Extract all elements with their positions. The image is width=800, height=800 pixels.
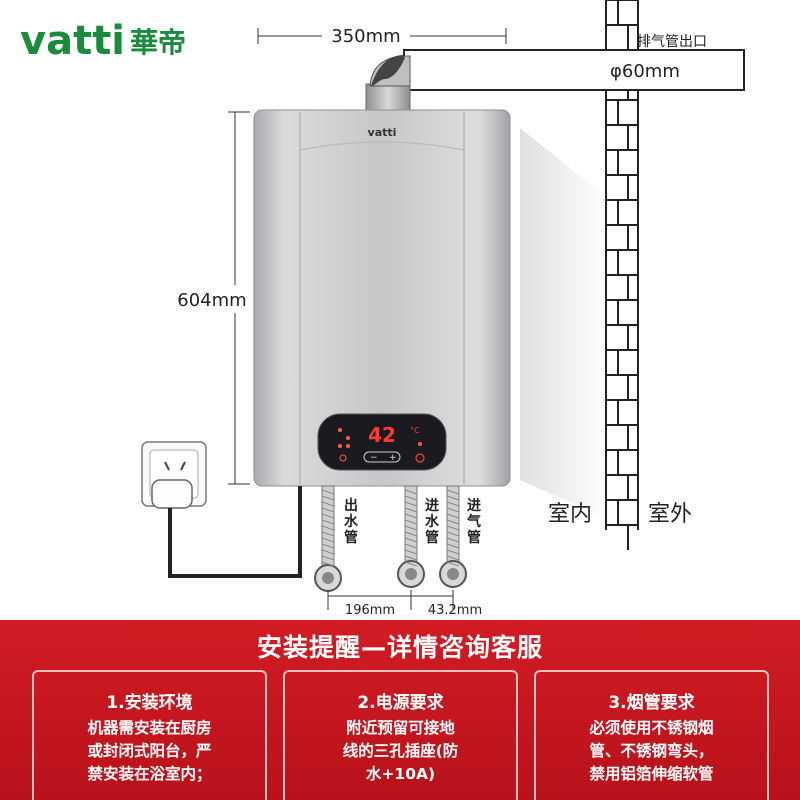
notice-card-environment: 1.安装环境 机器需安装在厨房 或封闭式阳台，严 禁安装在浴室内； — [32, 670, 267, 800]
pipe-gas — [439, 485, 467, 588]
card-line: 附近预留可接地 — [346, 719, 455, 737]
indoor-label: 室内 — [548, 502, 592, 527]
braid-stitch — [446, 519, 460, 525]
control-panel: 42 °C − + — [317, 413, 447, 471]
braid-stitch — [404, 489, 418, 495]
braid-stitch — [321, 507, 335, 513]
braid-stitch — [404, 561, 418, 567]
heater-logo: vatti — [368, 126, 397, 139]
pipe-out — [314, 485, 342, 592]
braid-stitch — [446, 531, 460, 537]
brand-name-en: vatti — [20, 18, 125, 64]
braid-stitch — [321, 489, 335, 495]
braid-stitch — [321, 555, 335, 561]
braid-stitch — [404, 507, 418, 513]
temperature-unit: °C — [410, 426, 420, 435]
braid-stitch — [321, 561, 335, 567]
exhaust-pipe: 排气管出口 φ60mm — [403, 34, 745, 91]
braid-stitch — [321, 519, 335, 525]
card-line: 禁安装在浴室内； — [87, 765, 212, 783]
card-line: 水+10A) — [365, 765, 436, 783]
pipe-label-gas-in: 进气管 — [466, 498, 481, 546]
card-line: 禁用铝箔伸缩软管 — [589, 765, 714, 783]
height-label: 604mm — [177, 290, 246, 311]
braid-stitch — [446, 549, 460, 555]
card-line: 必须使用不锈钢烟 — [589, 719, 714, 737]
braid-stitch — [404, 549, 418, 555]
width-label: 350mm — [331, 26, 400, 47]
braid-stitch — [446, 489, 460, 495]
braid-stitch — [404, 555, 418, 561]
pipe-label-water-in: 进水管 — [425, 498, 440, 546]
braid-stitch — [446, 555, 460, 561]
install-notice-banner: 安装提醒—详情咨询客服 1.安装环境 机器需安装在厨房 或封闭式阳台，严 禁安装… — [0, 620, 800, 800]
card-line: 机器需安装在厨房 — [87, 719, 212, 737]
banner-title: 安装提醒—详情咨询客服 — [256, 633, 543, 662]
minus-icon: − — [370, 453, 378, 463]
braid-stitch — [321, 501, 335, 507]
notice-card-power: 2.电源要求 附近预留可接地 线的三孔插座(防 水+10A) — [283, 670, 518, 800]
braid-stitch — [321, 549, 335, 555]
brand-logo: vatti 華帝 — [20, 18, 186, 64]
temperature-display: 42 — [368, 423, 396, 447]
braid-stitch — [404, 525, 418, 531]
pipe-diameter-label: φ60mm — [610, 61, 680, 82]
power-icon[interactable] — [415, 453, 425, 463]
card-title: 3.烟管要求 — [608, 693, 695, 713]
braid-stitch — [446, 513, 460, 519]
braid-stitch — [321, 525, 335, 531]
plug — [151, 479, 193, 509]
braid-stitch — [404, 501, 418, 507]
outdoor-label: 室外 — [648, 502, 692, 527]
diagram-svg: vatti 華帝 604mm 350mm 排气管出口 φ60mm — [20, 0, 745, 618]
card-line: 管、不锈钢弯头， — [589, 742, 714, 760]
brand-name-cn: 華帝 — [130, 26, 186, 59]
braid-stitch — [404, 531, 418, 537]
minus-plus-button[interactable] — [363, 451, 401, 463]
braid-stitch — [446, 501, 460, 507]
flue-elbow — [365, 55, 411, 115]
braid-stitch — [404, 519, 418, 525]
exhaust-outlet-label: 排气管出口 — [637, 34, 707, 50]
braid-stitch — [321, 495, 335, 501]
braid-stitch — [404, 537, 418, 543]
indicator-light — [338, 444, 342, 448]
pipe-label-water-out: 出水管 — [344, 497, 359, 546]
card-title: 2.电源要求 — [357, 693, 444, 713]
braid-stitch — [321, 531, 335, 537]
braid-stitch — [446, 507, 460, 513]
power-cord — [168, 486, 302, 578]
power-socket — [141, 441, 302, 578]
pipe-gap-1-label: 196mm — [345, 603, 395, 618]
indicator-light — [338, 428, 342, 432]
braid-stitch — [446, 525, 460, 531]
width-dimension: 350mm — [257, 24, 507, 48]
braid-stitch — [446, 543, 460, 549]
braid-stitch — [321, 513, 335, 519]
braid-stitch — [446, 495, 460, 501]
corrugation-ring — [381, 57, 405, 80]
braid-stitch — [404, 513, 418, 519]
braid-stitch — [446, 561, 460, 567]
braid-stitch — [321, 537, 335, 543]
indicator-light — [346, 444, 350, 448]
card-line: 线的三孔插座(防 — [342, 742, 459, 760]
mode-icon[interactable] — [339, 454, 347, 462]
pipe-gap-dimension: 196mm 43.2mm — [327, 590, 482, 618]
plus-icon: + — [389, 453, 397, 463]
card-line: 或封闭式阳台，严 — [87, 742, 212, 760]
notice-card-flue: 3.烟管要求 必须使用不锈钢烟 管、不锈钢弯头， 禁用铝箔伸缩软管 — [534, 670, 769, 800]
water-heater: vatti 42 °C − + — [253, 109, 511, 487]
braid-stitch — [321, 543, 335, 549]
indicator-light — [418, 442, 422, 446]
indicator-light — [346, 436, 350, 440]
card-title: 1.安装环境 — [106, 693, 193, 713]
braid-stitch — [404, 495, 418, 501]
braid-stitch — [446, 537, 460, 543]
braid-stitch — [404, 543, 418, 549]
pipe-gap-2-label: 43.2mm — [428, 603, 482, 618]
heater-shadow — [520, 128, 610, 520]
pipe-in — [397, 485, 425, 588]
